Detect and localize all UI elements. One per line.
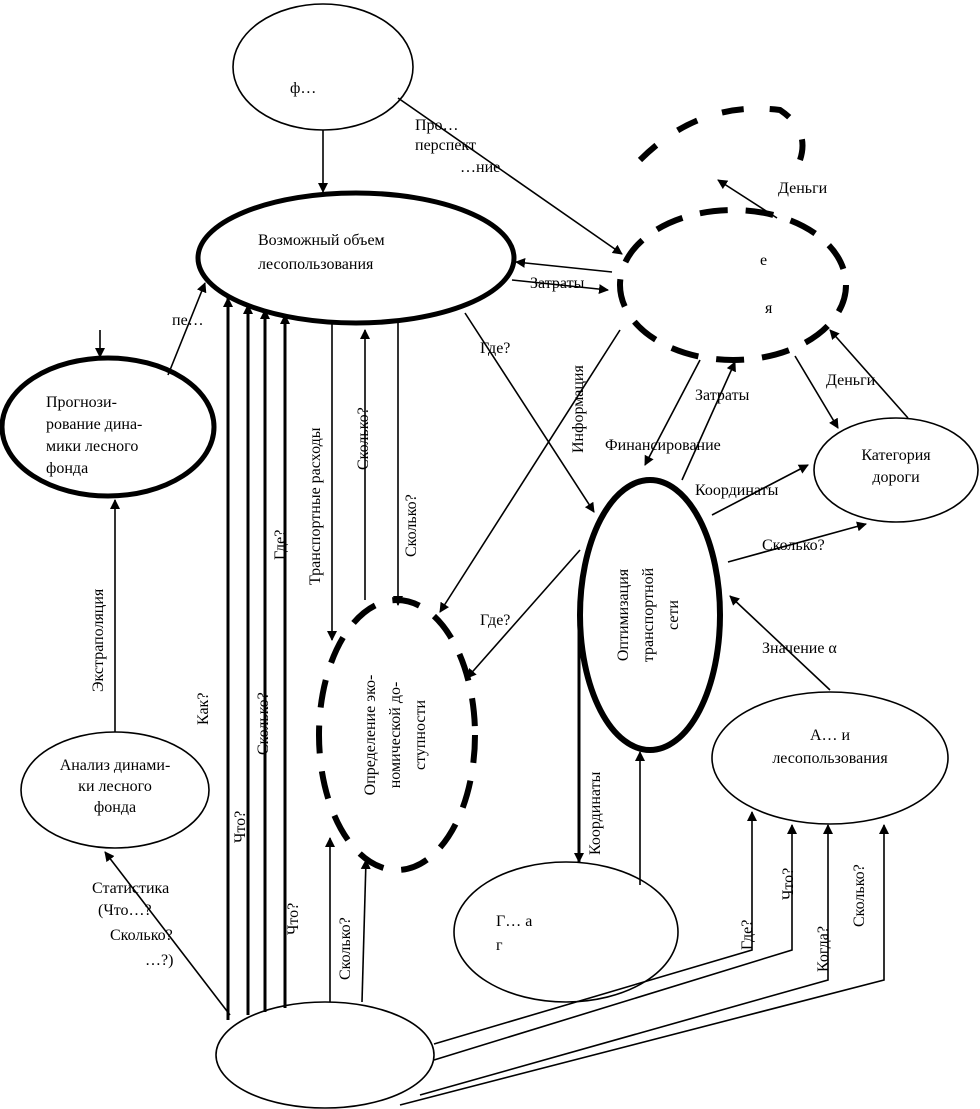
label-coords-right: Координаты	[695, 482, 779, 499]
node-forestuse-line1: А… и	[810, 727, 851, 744]
edges	[95, 97, 909, 1106]
label-stats-4: …?)	[145, 952, 173, 969]
label-how-much-down: Сколько?	[403, 494, 420, 557]
edge-financing	[644, 359, 701, 466]
node-forecast-line2: рование дина-	[46, 416, 142, 433]
edge-costs-mid	[681, 361, 736, 481]
node-road-line2: дороги	[872, 469, 920, 486]
node-analysis-line3: фонда	[94, 799, 136, 816]
node-volume-line1: Возможный объем	[258, 232, 385, 249]
node-forecast-line1: Прогнози-	[46, 394, 117, 411]
node-gis-line1: Г… а	[496, 913, 532, 930]
node-access: Определение эко- номической до- ступност…	[316, 597, 478, 873]
node-source	[215, 1001, 435, 1109]
edge-where-access	[466, 549, 581, 679]
edge-top-finance	[397, 97, 623, 255]
node-transport-line2: транспортной	[640, 567, 657, 662]
label-what-2: Что?	[285, 903, 302, 935]
node-access-line2: номической до-	[387, 682, 404, 789]
label-transport-costs: Транспортные расходы	[307, 427, 324, 585]
node-finance-line2: е	[760, 252, 767, 269]
edge-when-use	[419, 824, 833, 1096]
edge-coords-right	[711, 464, 809, 516]
edge-how-much-road	[727, 521, 867, 563]
label-stats-3: Сколько?	[110, 927, 173, 944]
node-forestuse-line2: лесопользования	[772, 750, 888, 767]
label-what-1: Что?	[232, 811, 249, 843]
edge-labels: Про… перспект …ние Деньги Затраты Где? п…	[90, 117, 876, 980]
label-how-much-use: Сколько?	[851, 864, 868, 927]
edge-money-right	[829, 329, 909, 419]
edge-alpha	[729, 595, 831, 691]
label-alpha: Значение α	[762, 640, 837, 657]
edge-how-much-use	[399, 824, 889, 1106]
label-money-top: Деньги	[778, 180, 828, 197]
label-information: Информация	[570, 365, 587, 453]
node-volume-line2: лесопользования	[258, 256, 374, 273]
label-prospect-3: …ние	[460, 159, 500, 176]
label-stats-1: Статистика	[92, 880, 169, 897]
label-what-use: Что?	[780, 868, 797, 900]
node-transport: Оптимизация транспортной сети	[577, 477, 723, 753]
edge-costs-back	[515, 257, 613, 273]
node-forecast-line4: фонда	[46, 460, 88, 477]
node-top-text: ф…	[290, 80, 316, 97]
node-road: Категория дороги	[813, 417, 979, 523]
label-prospect-2: перспект	[415, 137, 476, 154]
label-money-right: Деньги	[826, 372, 876, 389]
node-finance-line4: я	[765, 300, 773, 317]
node-finance: е я	[617, 105, 849, 363]
label-how: Как?	[195, 693, 212, 725]
label-how-much-up: Сколько?	[355, 407, 372, 470]
node-analysis: Анализ динами- ки лесного фонда	[20, 731, 210, 849]
node-forecast-line3: мики лесного	[46, 438, 138, 455]
label-where-1: Где?	[480, 340, 510, 357]
node-analysis-line1: Анализ динами-	[60, 757, 171, 774]
node-analysis-line2: ки лесного	[78, 778, 152, 795]
node-top: ф…	[232, 3, 414, 131]
edge-where-1	[464, 312, 595, 513]
node-gis-line2: г	[496, 937, 503, 954]
label-extrapolation: Экстраполяция	[90, 588, 107, 692]
label-financing: Финансирование	[605, 437, 721, 454]
node-transport-line1: Оптимизация	[615, 568, 632, 661]
edge-what-use	[433, 824, 797, 1061]
edge-where-use	[433, 811, 757, 1045]
node-forestuse: А… и лесопользования	[711, 691, 949, 825]
node-access-line3: ступности	[412, 700, 429, 771]
node-forecast: Прогнози- рование дина- мики лесного фон…	[0, 355, 217, 499]
edge-forecast-volume	[167, 282, 207, 376]
label-stats-2: (Что…?	[98, 902, 152, 919]
label-where-src: Где?	[272, 530, 289, 560]
label-pre: пе…	[172, 312, 204, 329]
edge-information	[439, 329, 621, 613]
label-where-use: Где?	[739, 920, 756, 950]
label-how-much-src: Сколько?	[255, 692, 272, 755]
label-how-much-road: Сколько?	[762, 537, 825, 554]
label-when-use: Когда?	[815, 926, 832, 972]
node-transport-line3: сети	[665, 600, 682, 630]
edge-money-top	[717, 179, 778, 219]
edge-how-much-access	[360, 859, 371, 1003]
label-where-access: Где?	[480, 612, 510, 629]
edge-stats	[104, 851, 231, 1016]
label-costs-mid: Затраты	[695, 387, 750, 404]
label-coords-down: Координаты	[587, 771, 604, 855]
node-gis: Г… а г	[453, 861, 679, 1003]
edge-costs	[511, 279, 609, 295]
node-volume: Возможный объем лесопользования	[195, 190, 517, 326]
label-how-much-access: Сколько?	[337, 917, 354, 980]
node-access-line1: Определение эко-	[362, 675, 379, 796]
node-road-line1: Категория	[861, 447, 931, 464]
edge-money-road	[794, 355, 839, 429]
label-prospect-1: Про…	[415, 117, 459, 134]
label-costs-top: Затраты	[530, 275, 585, 292]
